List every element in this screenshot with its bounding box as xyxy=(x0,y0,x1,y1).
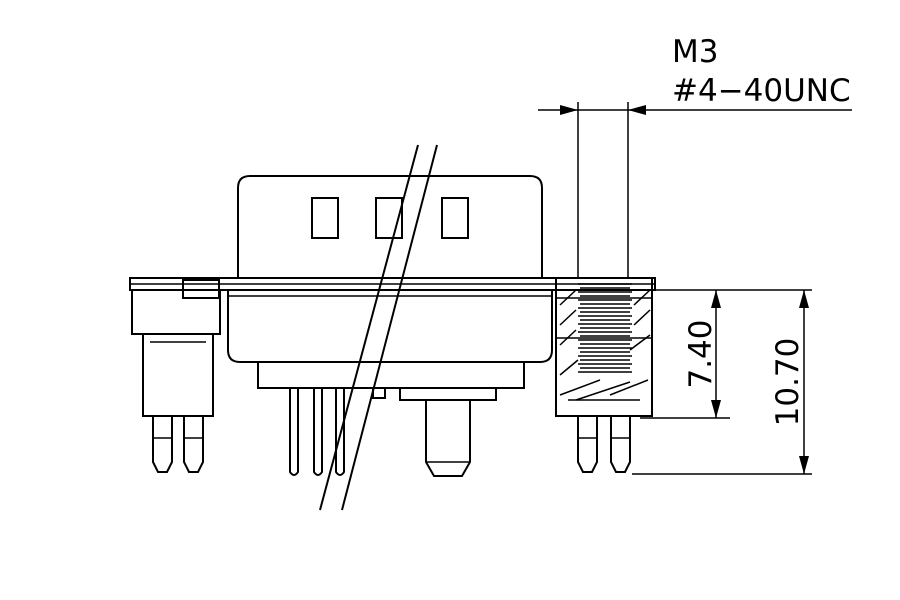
shell-window-1 xyxy=(311,197,339,239)
left-leg-1 xyxy=(152,416,173,473)
shell-window-2 xyxy=(375,197,403,239)
dim-arrow-7-40-bottom xyxy=(711,400,721,418)
left-boardlock-body xyxy=(142,333,214,417)
thread-hatch xyxy=(559,283,651,401)
break-line-1 xyxy=(319,144,419,511)
pin-1 xyxy=(289,388,299,476)
dim-arrow-10-70-bottom xyxy=(799,456,809,474)
dim-label-10-70: 10.70 xyxy=(770,338,806,427)
pin-2 xyxy=(313,388,323,476)
right-leg-2 xyxy=(610,416,631,473)
dim-arrow-7-40-top xyxy=(711,290,721,308)
dim-arrow-left xyxy=(560,105,578,115)
center-post xyxy=(425,400,471,477)
center-boss xyxy=(399,387,497,401)
callout-line-2: #4−40UNC xyxy=(672,73,851,109)
pin-stub xyxy=(372,387,386,399)
left-leg-2 xyxy=(183,416,204,473)
dim-arrow-right xyxy=(628,105,646,115)
pin-base xyxy=(257,361,525,389)
right-leg-1 xyxy=(577,416,598,473)
standoff-body xyxy=(555,277,653,417)
d-shell-hood xyxy=(237,175,543,278)
shell-window-3 xyxy=(441,197,469,239)
left-boardlock-block xyxy=(131,289,221,335)
callout-line-1: M3 xyxy=(672,34,718,70)
left-latch xyxy=(182,279,220,299)
break-line-2 xyxy=(341,144,438,511)
dim-arrow-10-70-top xyxy=(799,290,809,308)
dim-label-7-40: 7.40 xyxy=(683,319,719,388)
pin-3 xyxy=(335,388,345,476)
